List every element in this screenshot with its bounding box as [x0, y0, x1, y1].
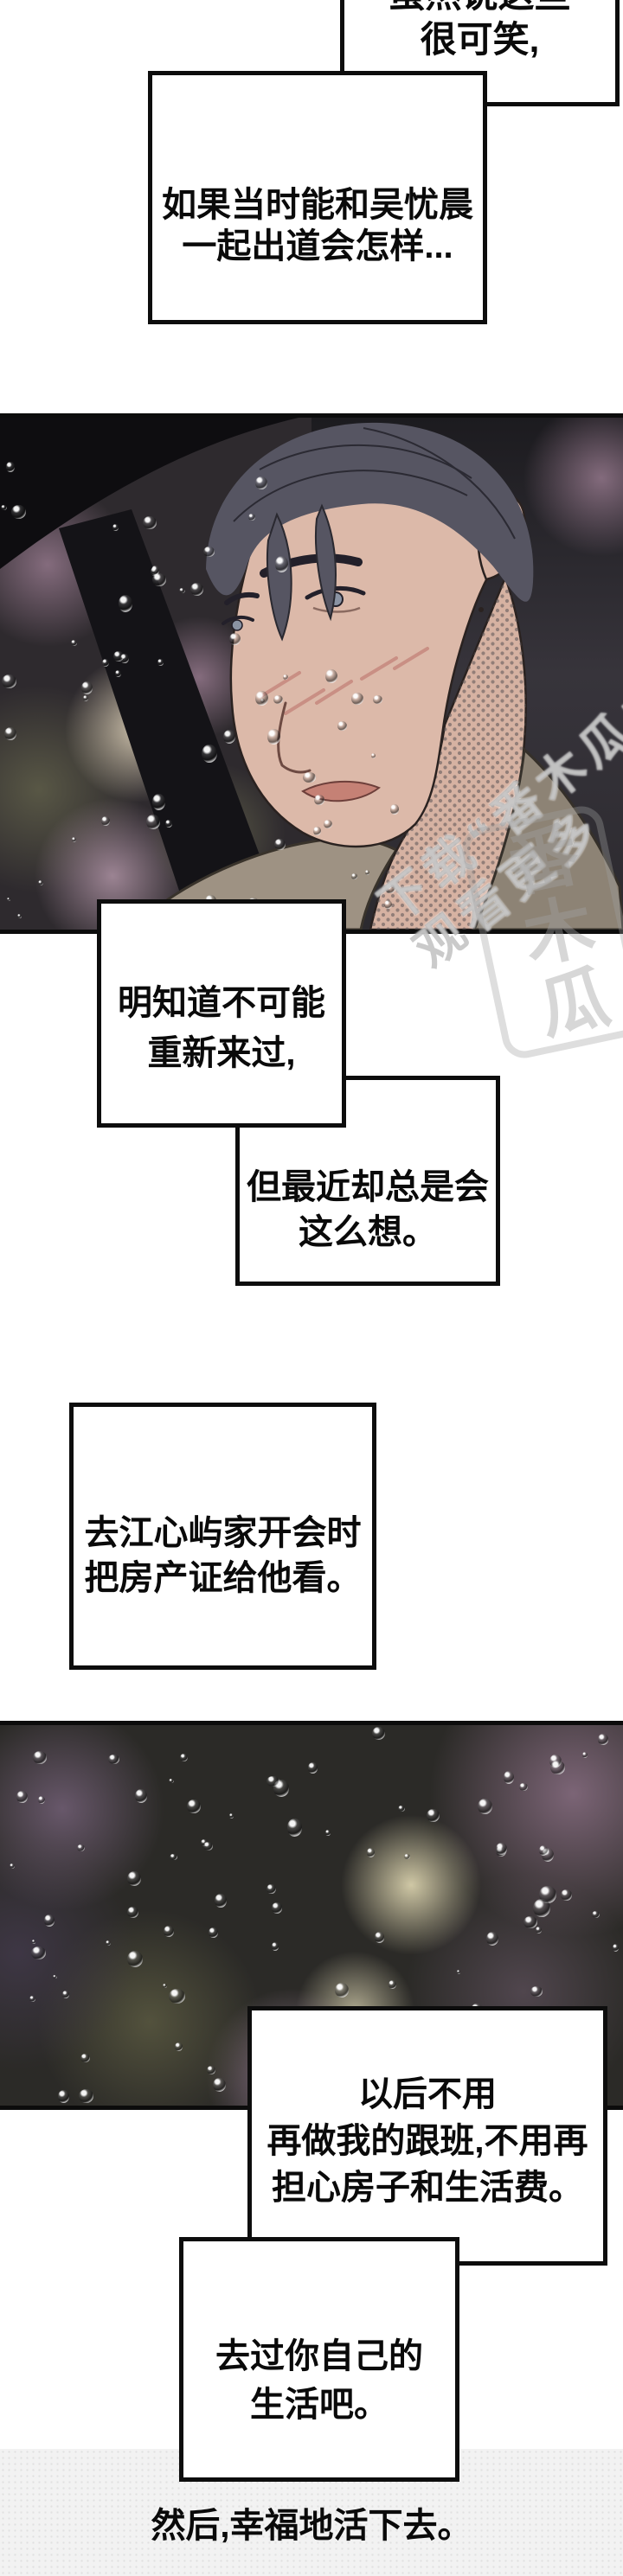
watermark-seal-text: 番木瓜: [492, 817, 614, 1047]
bubble-6-line-3: 担心房子和生活费。: [272, 2169, 583, 2207]
bubble-4-line-1: 但最近却总是会: [247, 1168, 489, 1206]
shoulder: [472, 746, 623, 930]
speech-bubble-5: 去江心屿家开会时 把房产证给他看。: [69, 1403, 376, 1670]
bubble-5-line-2: 把房产证给他看。: [84, 1559, 362, 1597]
speech-bubble-3: 明知道不可能 重新来过,: [97, 899, 346, 1128]
hair-strands: [233, 427, 516, 540]
neck-tattoo: [370, 578, 526, 930]
bubble-1-line-2: 很可笑,: [420, 19, 540, 60]
bubble-3-line-1: 明知道不可能: [118, 984, 325, 1022]
hair-fringe-2: [314, 503, 337, 622]
speech-bubble-6: 以后不用 再做我的跟班,不用再 担心房子和生活费。: [247, 2006, 607, 2266]
hair-fringe-1: [266, 512, 292, 642]
watermark-seal: 番木瓜: [458, 802, 623, 1063]
narration-text: 然后,幸福地活下去。: [151, 2507, 472, 2545]
bubble-1-line-1: 虽然说这些: [389, 0, 570, 17]
panel-car-scene: [0, 413, 623, 934]
bubble-4-line-2: 这么想。: [299, 1213, 437, 1251]
speech-bubble-7: 去过你自己的 生活吧。: [179, 2237, 459, 2482]
bubble-6-line-1: 以后不用: [358, 2075, 497, 2113]
window-pillar: [59, 509, 287, 930]
bubble-6-line-2: 再做我的跟班,不用再: [267, 2122, 588, 2160]
bokeh-glow: [523, 418, 623, 556]
hair: [206, 422, 534, 602]
bubble-5-line-1: 去江心屿家开会时: [84, 1514, 362, 1552]
car-roof: [0, 418, 299, 569]
character-portrait: [0, 418, 623, 930]
bubble-7-line-2: 生活吧。: [250, 2386, 389, 2424]
blush-lines: [260, 647, 429, 715]
bubble-2-line-2: 一起出道会怎样...: [182, 227, 453, 265]
bubble-7-line-1: 去过你自己的: [215, 2337, 423, 2375]
bubble-2-line-1: 如果当时能和吴忧晨: [162, 186, 473, 224]
iris-left: [231, 619, 243, 631]
speech-bubble-2: 如果当时能和吴忧晨 一起出道会怎样...: [148, 71, 487, 324]
lower-lid: [312, 606, 361, 613]
bubble-3-line-2: 重新来过,: [147, 1034, 296, 1072]
mole: [478, 607, 484, 612]
